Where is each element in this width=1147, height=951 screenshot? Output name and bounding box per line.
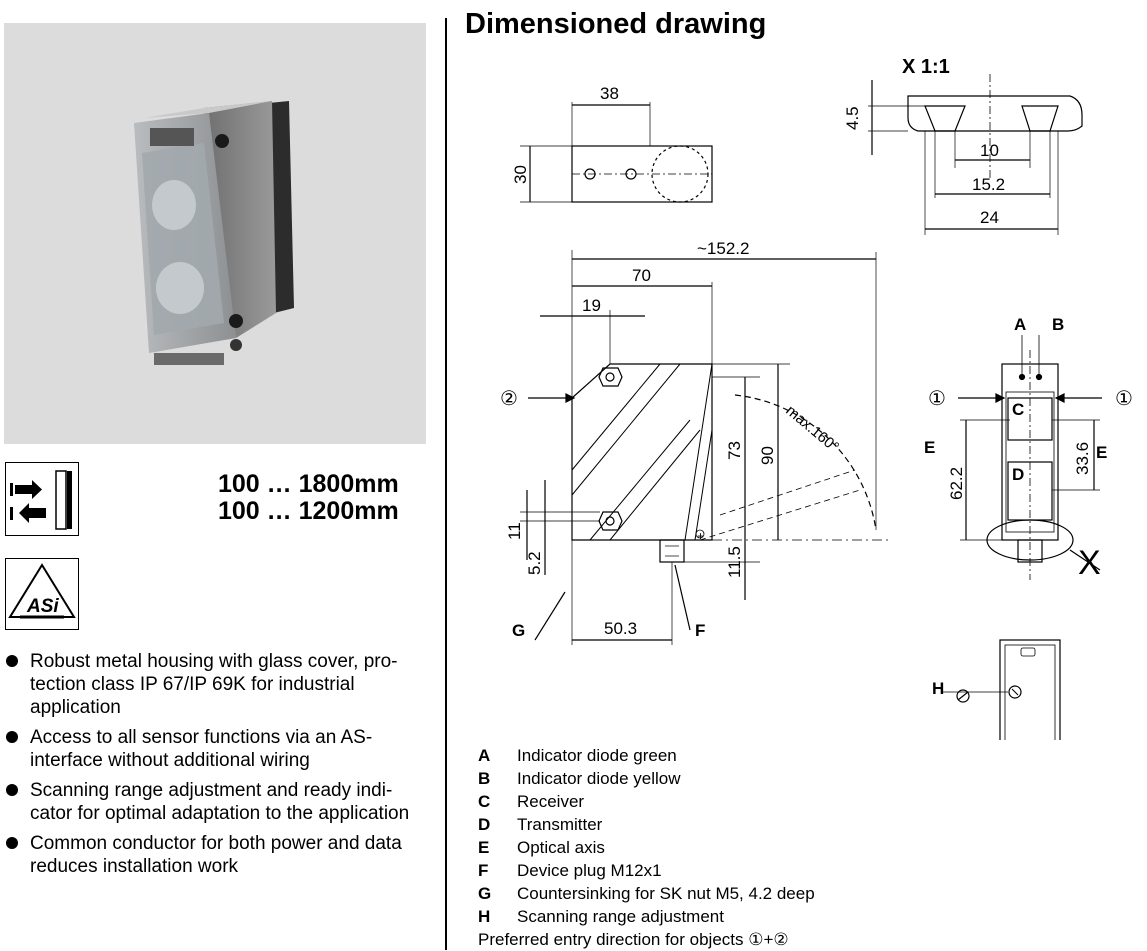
dim-11-5: 11.5 [725,546,744,578]
dim-38: 38 [600,84,619,103]
dim-90: 90 [758,446,777,465]
dim-5-2: 5.2 [525,551,544,575]
top-view [520,102,713,203]
marker-one-left: ① [928,388,946,410]
column-divider [445,18,447,950]
scan-range-2: 100 … 1200mm [218,497,399,525]
asi-logo-icon: ASi [5,558,79,630]
marker-e-left: E [924,438,935,457]
rear-view [942,639,1061,740]
dimensioned-drawing: 38 30 X 1:1 4.5 10 15.2 24 [500,56,1133,740]
bullet-icon [6,655,18,667]
marker-plus: + [697,529,704,543]
side-view [520,250,890,645]
dim-4-5: 4.5 [843,106,862,130]
dim-15-2: 15.2 [972,175,1005,194]
dim-33-6: 33.6 [1073,442,1092,475]
dim-152-2: ~152.2 [697,239,749,258]
feature-item: Access to all sensor functions via an AS… [4,726,434,772]
feature-item: Robust metal housing with glass cover, p… [4,650,434,719]
dim-50-3: 50.3 [604,619,637,638]
feature-item: Scanning range adjustment and ready indi… [4,779,434,825]
bullet-icon [6,731,18,743]
bullet-icon [6,837,18,849]
product-photo [4,23,426,444]
feature-list: Robust metal housing with glass cover, p… [4,650,434,885]
potentiometer-icon [956,689,970,703]
marker-one-right: ① [1115,388,1133,410]
scale-label: X 1:1 [902,56,950,78]
page-title: Dimensioned drawing [465,8,767,40]
scan-range-1: 100 … 1800mm [218,470,399,498]
marker-f: F [695,621,705,640]
marker-g: G [512,621,525,640]
marker-d: D [1012,465,1024,484]
dim-73: 73 [725,441,744,460]
dim-70: 70 [632,266,651,285]
dim-10: 10 [980,141,999,160]
scanning-arrows-icon [5,462,79,536]
front-view [958,335,1102,580]
dim-62-2: 62.2 [947,467,966,500]
asi-logo-text: ASi [26,596,59,617]
marker-h: H [932,679,944,698]
marker-b: B [1052,315,1064,334]
dim-angle: max.160° [782,402,842,456]
bullet-icon [6,784,18,796]
marker-x: X [1078,544,1101,582]
dim-30: 30 [511,165,530,184]
sensor-photo-illustration [134,101,294,365]
legend-footer: Preferred entry direction for objects ①+… [478,930,789,949]
marker-c: C [1012,400,1024,419]
dim-19: 19 [582,296,601,315]
feature-item: Common conductor for both power and data… [4,832,434,878]
dim-11: 11 [505,522,524,540]
marker-two: ② [500,388,518,410]
dim-24: 24 [980,208,999,227]
detail-x-view [868,74,1083,235]
marker-a: A [1014,315,1026,334]
marker-e-right: E [1096,443,1107,462]
